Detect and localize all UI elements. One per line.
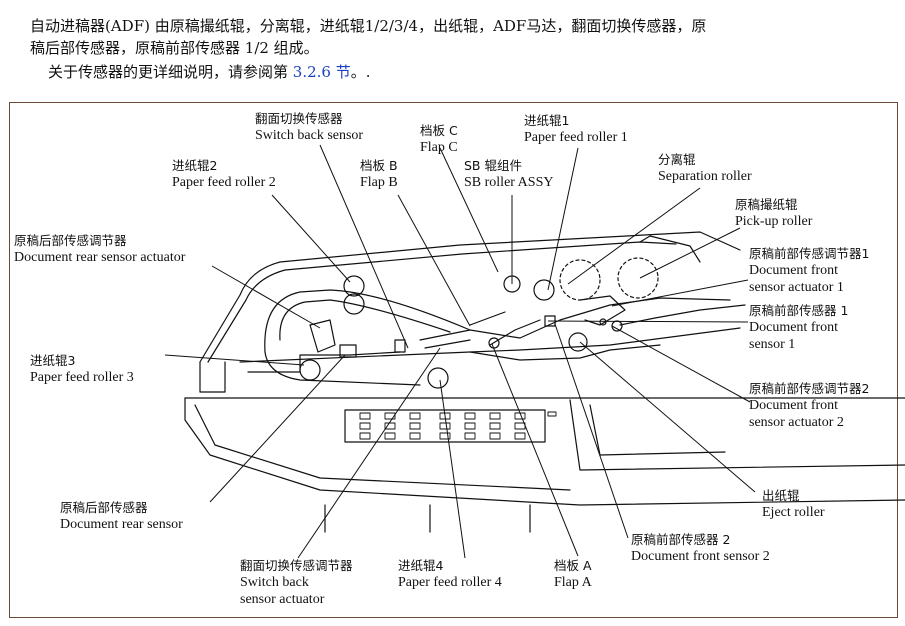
diagram-frame	[9, 102, 898, 618]
section-link[interactable]: 3.2.6 节	[292, 63, 351, 81]
intro-line-3-suffix: 。.	[350, 63, 371, 81]
intro-line-2: 稿后部传感器，原稿前部传感器 1/2 组成。	[30, 39, 319, 57]
intro-line-3-prefix: 关于传感器的更详细说明，请参阅第	[48, 63, 293, 81]
intro-line-3: 关于传感器的更详细说明，请参阅第 3.2.6 节。.	[48, 62, 371, 82]
intro-line-1: 自动进稿器(ADF) 由原稿撮纸辊，分离辊，进纸辊1/2/3/4，出纸辊，ADF…	[30, 17, 707, 35]
